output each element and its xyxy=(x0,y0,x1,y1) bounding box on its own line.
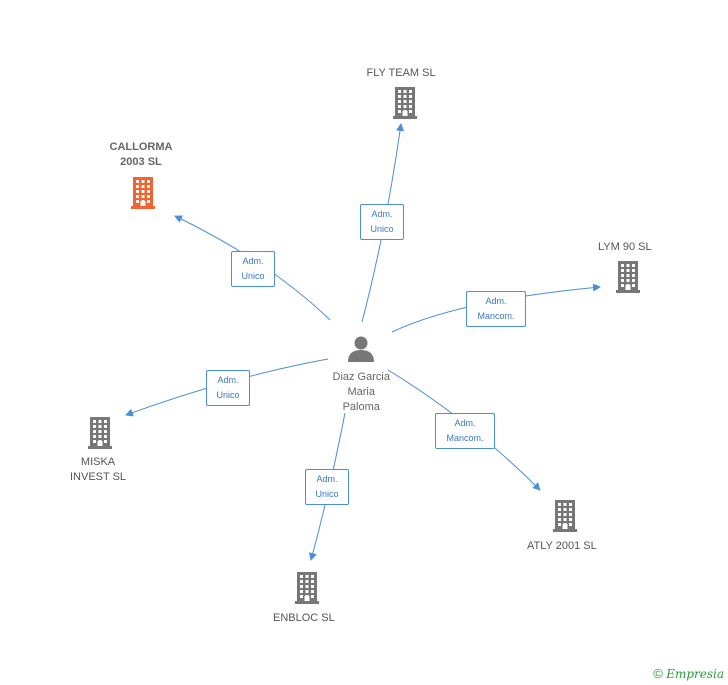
role-label-enbloc: Adm. Unico xyxy=(305,469,349,505)
role-label-callorma: Adm. Unico xyxy=(231,251,275,287)
company-node-callorma-line: 2003 SL xyxy=(120,156,162,168)
building-icon xyxy=(616,261,640,293)
person-icon xyxy=(348,336,374,362)
building-icon xyxy=(131,177,155,209)
role-label-lym-90: Adm. Mancom. xyxy=(466,291,526,327)
company-node-enbloc-line: ENBLOC SL xyxy=(273,612,335,624)
copyright-symbol: © xyxy=(653,666,663,681)
role-label-line: Adm. xyxy=(242,256,264,266)
role-label-line: Unico xyxy=(241,271,265,281)
company-node-callorma-line: CALLORMA xyxy=(109,141,173,153)
building-icon xyxy=(553,500,577,532)
footer-brand: © Empresia xyxy=(653,666,724,681)
role-label-line: Unico xyxy=(315,489,339,499)
building-icon xyxy=(88,417,112,449)
role-label-line: Adm. xyxy=(316,474,338,484)
building-icon xyxy=(295,572,319,604)
company-node-lym-90-line: LYM 90 SL xyxy=(598,241,652,253)
company-node-enbloc[interactable]: ENBLOC SL xyxy=(273,611,335,626)
person-node-label-line: Maria xyxy=(347,386,375,398)
role-label-line: Adm. xyxy=(454,418,476,428)
role-label-line: Unico xyxy=(216,390,240,400)
role-label-line: Unico xyxy=(370,224,394,234)
company-node-fly-team-line: FLY TEAM SL xyxy=(366,67,436,79)
role-label-line: Adm. xyxy=(371,209,393,219)
company-node-lym-90[interactable]: LYM 90 SL xyxy=(598,240,652,255)
company-node-callorma[interactable]: CALLORMA 2003 SL xyxy=(110,140,173,170)
building-icon xyxy=(393,87,417,119)
role-label-fly-team: Adm. Unico xyxy=(360,204,404,240)
person-node-label-line: Diaz Garcia xyxy=(332,371,390,383)
role-label-line: Adm. xyxy=(217,375,239,385)
role-label-miska: Adm. Unico xyxy=(206,370,250,406)
role-label-line: Mancom. xyxy=(446,433,484,443)
company-node-miska-line: MISKA xyxy=(80,456,116,468)
role-label-atly: Adm. Mancom. xyxy=(435,413,495,449)
person-node-label-line: Paloma xyxy=(342,401,380,413)
company-node-atly[interactable]: ATLY 2001 SL xyxy=(527,539,597,554)
company-node-atly-line: ATLY 2001 SL xyxy=(527,540,597,552)
role-label-line: Mancom. xyxy=(477,311,515,321)
company-node-fly-team[interactable]: FLY TEAM SL xyxy=(367,66,436,81)
role-label-line: Adm. xyxy=(485,296,507,306)
company-node-miska[interactable]: MISKA INVEST SL xyxy=(70,455,126,485)
brand-name: Empresia xyxy=(666,667,724,681)
company-node-miska-line: INVEST SL xyxy=(70,471,127,483)
